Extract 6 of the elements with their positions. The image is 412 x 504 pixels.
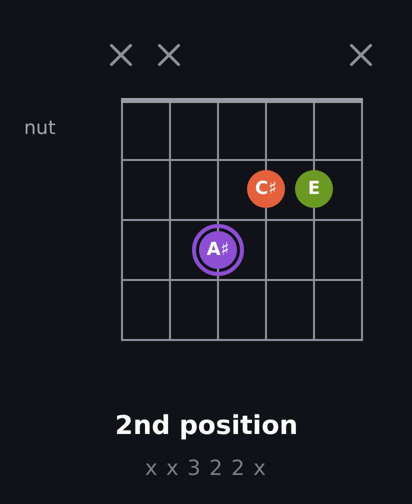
- position-caption: 2nd position: [115, 412, 298, 442]
- nut-label: nut: [24, 118, 56, 140]
- fingering-text: x x 3 2 2 x: [145, 456, 267, 480]
- note-dot: C♯: [247, 170, 285, 208]
- note-dot: E: [295, 170, 333, 208]
- ringed-note-dot: A♯: [192, 224, 244, 276]
